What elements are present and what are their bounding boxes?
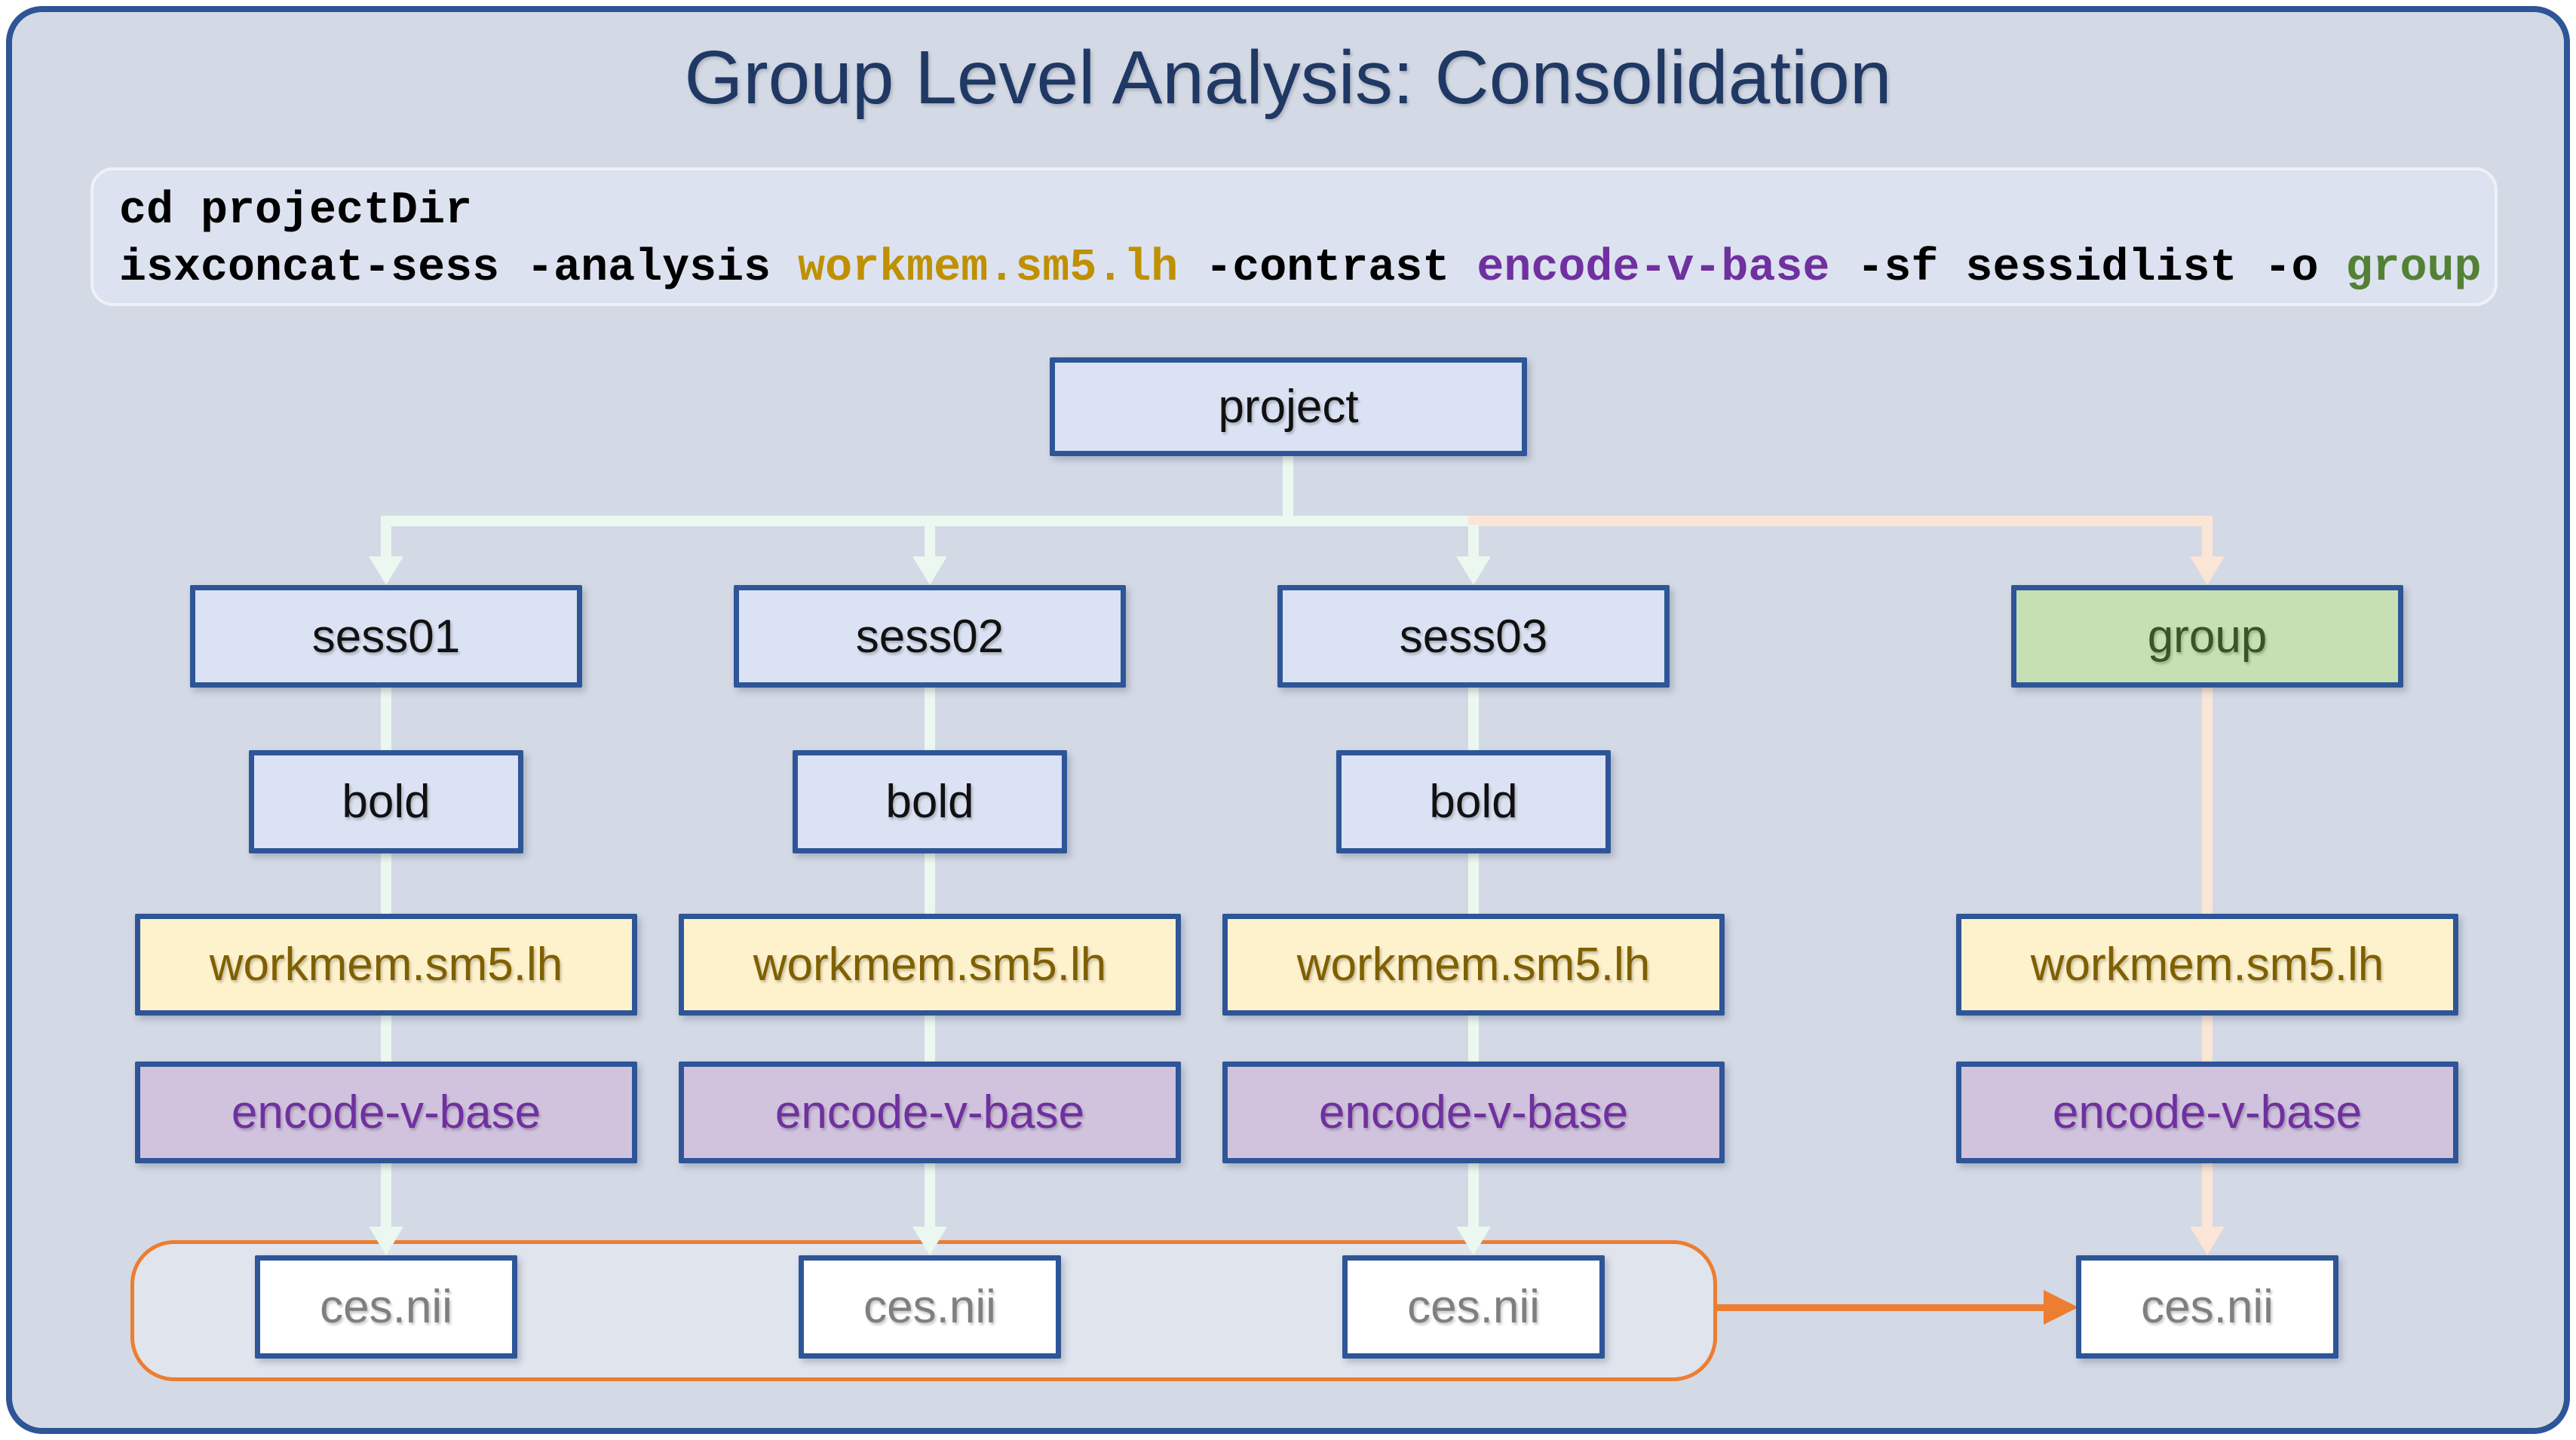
arrow-into-sess03 [1456, 556, 1491, 585]
node-sess02-label: sess02 [855, 610, 1004, 663]
node-group: group [2011, 585, 2403, 688]
consolidation-arrow-head [2044, 1290, 2078, 1325]
code-line-1: cd projectDir [119, 182, 2495, 240]
node-contrast-sess01-label: encode-v-base [231, 1086, 541, 1138]
connector-drop-sess02 [925, 525, 935, 556]
node-sess01-label: sess01 [311, 610, 461, 663]
node-bold-sess01-label: bold [342, 776, 431, 828]
code-output-token: group [2345, 243, 2482, 294]
node-contrast-sess02-label: encode-v-base [774, 1086, 1085, 1138]
arrow-into-group [2190, 556, 2225, 585]
code-cd-command: cd projectDir [119, 185, 473, 237]
node-contrast-sess01: encode-v-base [135, 1062, 637, 1163]
code-contrast-flag: -contrast [1178, 243, 1477, 294]
connector-drop-sess01 [381, 525, 391, 556]
arrow-into-sess02 [912, 556, 947, 585]
connector-drop-group [2202, 525, 2213, 556]
node-analysis-sess02-label: workmem.sm5.lh [753, 939, 1107, 991]
node-ces-sess03-label: ces.nii [1407, 1281, 1540, 1333]
arrow-into-ces-sess03 [1456, 1227, 1491, 1255]
node-sess01: sess01 [190, 585, 582, 688]
arrow-into-ces-group [2190, 1227, 2225, 1255]
node-sess03-label: sess03 [1399, 610, 1548, 663]
node-ces-sess03: ces.nii [1342, 1255, 1605, 1359]
code-middle-args: -sf sessidlist -o [1829, 243, 2346, 294]
node-analysis-group: workmem.sm5.lh [1956, 914, 2458, 1016]
node-analysis-sess01: workmem.sm5.lh [135, 914, 637, 1016]
arrow-into-ces-sess02 [912, 1227, 947, 1255]
arrow-into-sess01 [369, 556, 403, 585]
node-bold-sess01: bold [249, 750, 523, 853]
node-analysis-sess02: workmem.sm5.lh [679, 914, 1181, 1016]
code-cmd-prefix: isxconcat-sess -analysis [119, 243, 799, 294]
node-ces-sess02: ces.nii [799, 1255, 1061, 1359]
node-bold-sess03-label: bold [1429, 776, 1518, 828]
node-analysis-sess03: workmem.sm5.lh [1222, 914, 1725, 1016]
code-contrast-token: encode-v-base [1477, 243, 1830, 294]
connector-drop-sess03 [1468, 525, 1479, 556]
node-project-label: project [1218, 381, 1359, 433]
node-contrast-group: encode-v-base [1956, 1062, 2458, 1163]
node-ces-sess01-label: ces.nii [320, 1281, 452, 1333]
connector-horizontal-mint [381, 516, 1468, 526]
connector-project-stem [1283, 452, 1293, 517]
node-group-label: group [2147, 610, 2268, 663]
node-analysis-sess01-label: workmem.sm5.lh [209, 939, 563, 991]
node-contrast-group-label: encode-v-base [2052, 1086, 2363, 1138]
consolidation-arrow-stem [1717, 1304, 2045, 1311]
node-ces-sess02-label: ces.nii [863, 1281, 996, 1333]
node-contrast-sess03-label: encode-v-base [1318, 1086, 1629, 1138]
node-analysis-group-label: workmem.sm5.lh [2030, 939, 2384, 991]
connector-horizontal-peach [1468, 516, 2213, 526]
node-contrast-sess02: encode-v-base [679, 1062, 1181, 1163]
code-analysis-token: workmem.sm5.lh [798, 243, 1179, 294]
arrow-into-ces-sess01 [369, 1227, 403, 1255]
node-ces-group: ces.nii [2076, 1255, 2338, 1359]
slide-title: Group Level Analysis: Consolidation [684, 35, 1892, 120]
node-bold-sess02-label: bold [885, 776, 974, 828]
node-bold-sess03: bold [1336, 750, 1611, 853]
node-sess03: sess03 [1277, 585, 1670, 688]
node-ces-sess01: ces.nii [255, 1255, 517, 1359]
node-sess02: sess02 [734, 585, 1126, 688]
node-contrast-sess03: encode-v-base [1222, 1062, 1725, 1163]
node-bold-sess02: bold [793, 750, 1067, 853]
node-project: project [1050, 357, 1527, 456]
code-block: cd projectDir isxconcat-sess -analysis w… [90, 167, 2498, 306]
code-line-2: isxconcat-sess -analysis workmem.sm5.lh … [119, 240, 2495, 297]
node-ces-group-label: ces.nii [2141, 1281, 2274, 1333]
node-analysis-sess03-label: workmem.sm5.lh [1296, 939, 1651, 991]
